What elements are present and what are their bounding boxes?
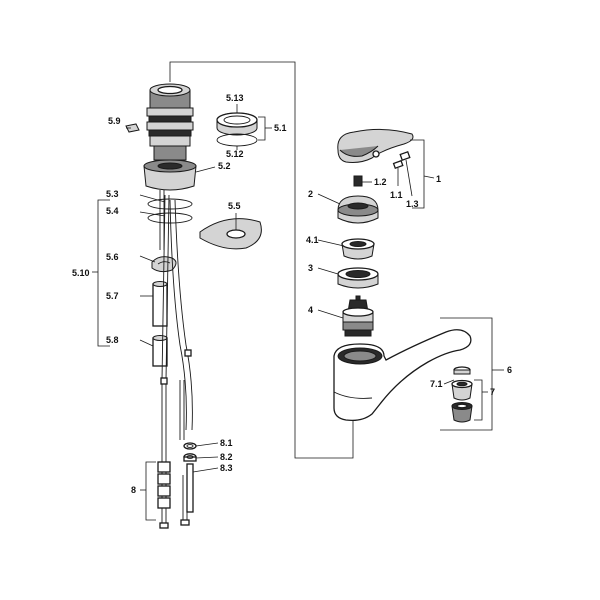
label-5-1: 5.1 bbox=[274, 123, 287, 133]
part-5-12-ring bbox=[216, 133, 258, 147]
label-5-10: 5.10 bbox=[72, 268, 90, 278]
label-3: 3 bbox=[308, 263, 313, 273]
part-1-3-pin bbox=[399, 150, 411, 162]
part-7-1-aerator-ring bbox=[453, 366, 471, 375]
label-1-3: 1.3 bbox=[406, 199, 419, 209]
label-5-2: 5.2 bbox=[218, 161, 231, 171]
label-6: 6 bbox=[507, 365, 512, 375]
part-8-1-washer bbox=[183, 442, 197, 450]
label-5-4: 5.4 bbox=[106, 206, 119, 216]
label-5-9: 5.9 bbox=[108, 116, 121, 126]
label-5-6: 5.6 bbox=[106, 252, 119, 262]
part-1-1-screw bbox=[392, 159, 404, 170]
part-5-13-ring bbox=[216, 112, 258, 136]
part-labels: 5.13 5.9 5.1 5.12 5.2 5.3 5.4 5.5 5.6 5.… bbox=[72, 93, 512, 495]
label-1-2: 1.2 bbox=[374, 177, 387, 187]
part-6-faucet-body bbox=[333, 329, 472, 422]
label-8-3: 8.3 bbox=[220, 463, 233, 473]
label-8: 8 bbox=[131, 485, 136, 495]
label-5-13: 5.13 bbox=[226, 93, 244, 103]
part-4-1-ring bbox=[341, 238, 375, 260]
label-4: 4 bbox=[308, 305, 313, 315]
label-5-5: 5.5 bbox=[228, 201, 241, 211]
label-8-2: 8.2 bbox=[220, 452, 233, 462]
label-5-7: 5.7 bbox=[106, 291, 119, 301]
part-1-2-block bbox=[353, 175, 363, 187]
part-3-nut bbox=[337, 267, 379, 289]
label-7: 7 bbox=[490, 387, 495, 397]
label-1: 1 bbox=[436, 174, 441, 184]
flexible-hoses bbox=[160, 194, 193, 440]
label-5-8: 5.8 bbox=[106, 335, 119, 345]
label-8-1: 8.1 bbox=[220, 438, 233, 448]
cartridge-body bbox=[146, 83, 194, 161]
label-5-12: 5.12 bbox=[226, 149, 244, 159]
part-1-lever-handle bbox=[337, 128, 414, 163]
part-5-9-block bbox=[125, 123, 140, 133]
leader-lines bbox=[92, 104, 504, 521]
part-8-2-nut bbox=[183, 453, 197, 462]
part-5-8-sleeve bbox=[152, 335, 168, 367]
label-4-1: 4.1 bbox=[306, 235, 319, 245]
label-2: 2 bbox=[308, 189, 313, 199]
part-5-2-collar bbox=[143, 159, 197, 191]
part-5-5-plate bbox=[199, 218, 262, 250]
part-8-hose-ends bbox=[157, 430, 190, 529]
label-1-1: 1.1 bbox=[390, 190, 403, 200]
assembly-frame-lines bbox=[169, 61, 354, 459]
part-7-aerator bbox=[451, 379, 473, 423]
part-4-cartridge bbox=[342, 295, 374, 337]
label-5-3: 5.3 bbox=[106, 189, 119, 199]
part-5-7-sleeve bbox=[152, 281, 168, 327]
label-7-1: 7.1 bbox=[430, 379, 443, 389]
part-8-3-tube bbox=[186, 463, 194, 513]
part-2-dome-cap bbox=[337, 195, 379, 224]
